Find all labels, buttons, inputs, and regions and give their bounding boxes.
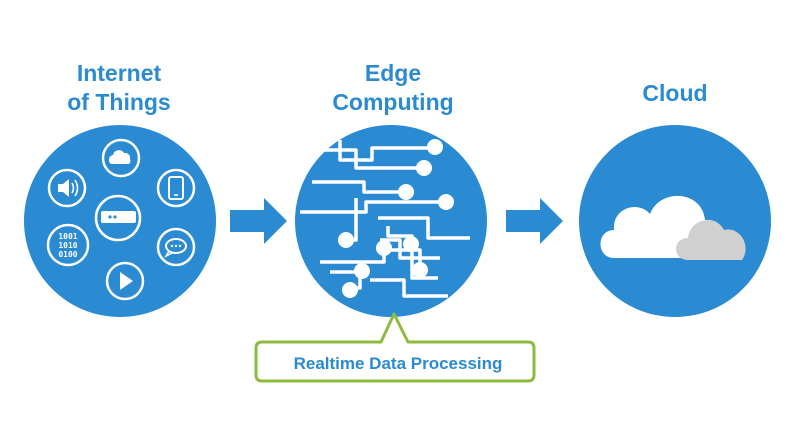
smartphone-icon bbox=[156, 168, 196, 208]
arrow-edge-to-cloud bbox=[506, 198, 563, 244]
cloud-stage bbox=[579, 125, 771, 317]
binary-data-text: 1001 1010 0100 bbox=[58, 232, 78, 259]
edge-computing-stage bbox=[295, 125, 487, 317]
speaker-icon bbox=[47, 168, 87, 208]
cloud-title: Cloud bbox=[642, 80, 708, 106]
circuit-nodes bbox=[338, 139, 454, 298]
cloud-icon bbox=[101, 138, 141, 178]
arrow-iot-to-edge bbox=[230, 198, 287, 244]
iot-title: Internet of Things bbox=[67, 60, 171, 115]
play-icon bbox=[105, 261, 145, 301]
edge-computing-title: Edge Computing bbox=[332, 60, 454, 115]
iot-stage bbox=[24, 125, 216, 317]
realtime-callout bbox=[254, 312, 536, 383]
callout-label: Realtime Data Processing bbox=[293, 354, 503, 373]
router-device-icon bbox=[94, 194, 142, 242]
edge-circle bbox=[295, 125, 487, 317]
binary-data-icon bbox=[46, 223, 90, 267]
small-cloud-icon bbox=[676, 220, 746, 260]
chat-bubble-icon bbox=[156, 227, 196, 267]
